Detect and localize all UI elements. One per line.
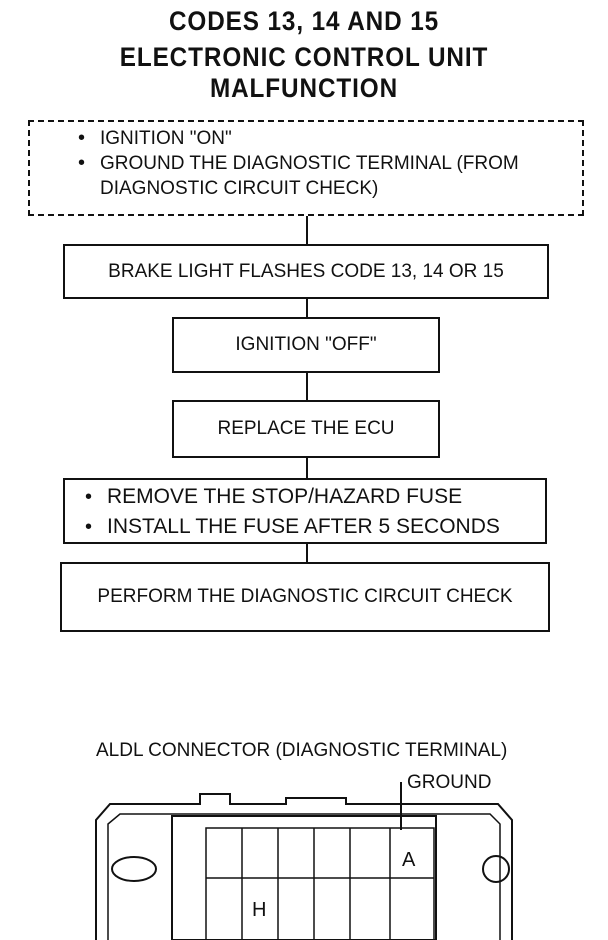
connector-line-3 <box>306 373 308 400</box>
connector-line-2 <box>306 299 308 317</box>
step-brake-light-box: BRAKE LIGHT FLASHES CODE 13, 14 OR 15 <box>63 244 549 299</box>
step-replace-ecu-box: REPLACE THE ECU <box>172 400 440 458</box>
step1-item-1: IGNITION "ON" <box>70 126 572 151</box>
diagram-title-line2: ELECTRONIC CONTROL UNIT MALFUNCTION <box>119 42 489 103</box>
right-round-hole <box>482 855 510 883</box>
step-ignition-off-box: IGNITION "OFF" <box>172 317 440 373</box>
connector-caption: ALDL CONNECTOR (DIAGNOSTIC TERMINAL) <box>96 740 508 761</box>
connector-housing <box>95 793 513 940</box>
step3-text: IGNITION "OFF" <box>235 334 377 355</box>
diagram-title-line1: CODES 13, 14 AND 15 <box>168 6 440 36</box>
step2-text: BRAKE LIGHT FLASHES CODE 13, 14 OR 15 <box>108 260 504 282</box>
pin-a-label: A <box>402 849 416 871</box>
connector-inner-housing <box>107 813 501 940</box>
step-ignition-on-ground-box: IGNITION "ON" GROUND THE DIAGNOSTIC TERM… <box>28 120 584 216</box>
step5-item-2: INSTALL THE FUSE AFTER 5 SECONDS <box>77 512 537 542</box>
pin-grid <box>205 827 435 940</box>
step4-text: REPLACE THE ECU <box>217 418 395 439</box>
left-oval-slot <box>111 856 157 882</box>
connector-line-5 <box>306 544 308 562</box>
pin-h-label: H <box>252 899 266 921</box>
step5-item-1: REMOVE THE STOP/HAZARD FUSE <box>77 482 537 512</box>
step-diagnostic-check-box: PERFORM THE DIAGNOSTIC CIRCUIT CHECK <box>60 562 550 632</box>
aldl-connector-drawing: A H <box>95 782 513 940</box>
connector-line-1 <box>306 216 308 244</box>
step-fuse-box: REMOVE THE STOP/HAZARD FUSE INSTALL THE … <box>63 478 547 544</box>
ground-label: GROUND <box>407 772 492 793</box>
step1-item-2: GROUND THE DIAGNOSTIC TERMINAL (FROM DIA… <box>70 151 572 201</box>
pin-block <box>171 815 437 940</box>
step6-text: PERFORM THE DIAGNOSTIC CIRCUIT CHECK <box>97 586 513 607</box>
connector-line-4 <box>306 458 308 478</box>
